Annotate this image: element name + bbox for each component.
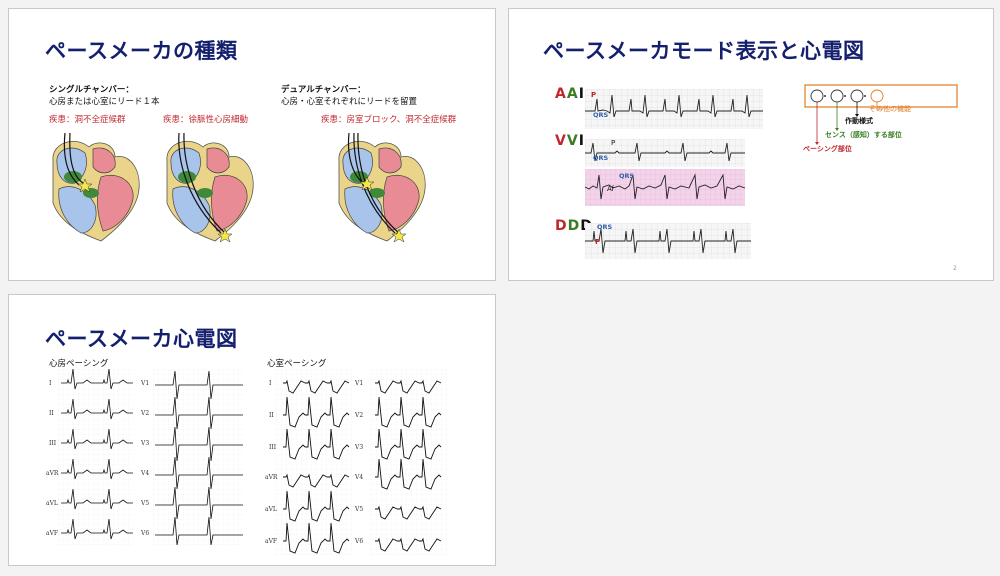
ecg-label-qrs-vvi: QRS	[593, 154, 609, 162]
lead-label: V5	[141, 500, 150, 507]
mode-letter-sense: A	[566, 86, 579, 102]
mode-letter-sense: V	[566, 133, 579, 149]
ecg-label-p-ddd: P	[595, 238, 601, 246]
lead-label: III	[269, 444, 277, 451]
lead-label: V2	[141, 410, 150, 417]
ecg-12-lead-ventricular-pacing	[275, 369, 447, 555]
slide-pacemaker-modes[interactable]: ペースメーカモード表示と心電図 AAI VVI DDD P QRS P QRS	[508, 8, 994, 281]
disease-label-3: 疾患：房室ブロック、洞不全症候群	[321, 115, 457, 125]
ecg-label-qrs-ddd: QRS	[597, 223, 613, 231]
slide-title: ペースメーカ心電図	[45, 327, 238, 351]
lead-label: V1	[355, 380, 364, 387]
lead-label: V6	[141, 530, 150, 537]
ecg-strip-aai	[585, 89, 763, 129]
mode-letter-operation: I	[578, 133, 585, 149]
ecg-label-qrs-af: QRS	[619, 172, 635, 180]
ecg-strip-vvi	[585, 139, 745, 167]
ecg-label-p-aai: P	[591, 91, 597, 99]
lead-label: V4	[355, 474, 364, 481]
slide-title: ペースメーカの種類	[45, 39, 238, 63]
disease-label-1: 疾患：洞不全症候群	[49, 115, 126, 125]
lead-label: aVR	[46, 470, 59, 477]
legend-pacing-site: ペーシング部位	[803, 145, 852, 153]
lead-label: V5	[355, 506, 364, 513]
lead-label: I	[49, 380, 52, 387]
lead-label: V3	[141, 440, 150, 447]
slide-pacemaker-types[interactable]: ペースメーカの種類 シングルチャンバー： 心房または心室にリード１本 デュアルチ…	[8, 8, 496, 281]
mode-letter-pacing: D	[555, 218, 568, 234]
dual-chamber-heading: デュアルチャンバー：	[281, 85, 366, 95]
mode-letter-pacing: A	[555, 86, 567, 102]
dual-chamber-description: 心房・心室それぞれにリードを留置	[281, 97, 418, 107]
single-chamber-description: 心房または心室にリード１本	[49, 97, 160, 107]
lead-label: aVF	[46, 530, 59, 537]
heart-illustration-atrial-lead	[52, 133, 140, 242]
lead-label: aVF	[265, 538, 278, 545]
legend-sense-site: センス（感知）する部位	[825, 131, 902, 139]
mode-label-aai: AAI	[555, 86, 585, 102]
ecg-label-p-vvi: P	[611, 139, 616, 147]
lead-label: V6	[355, 538, 364, 545]
heart-illustration-ventricular-lead	[166, 133, 254, 243]
ventricular-pacing-label: 心室ペーシング	[267, 359, 327, 369]
ecg-label-qrs-aai: QRS	[593, 111, 609, 119]
legend-operation-mode: 作動様式	[845, 117, 873, 125]
legend-other-functions: その他の機能	[869, 105, 911, 113]
lead-label: III	[49, 440, 57, 447]
disease-label-2: 疾患：徐脈性心房細動	[163, 115, 249, 125]
lead-label: V3	[355, 444, 364, 451]
mode-code-legend-diagram	[804, 84, 958, 145]
lead-label: aVR	[265, 474, 278, 481]
lead-label: I	[269, 380, 272, 387]
lead-label: aVL	[46, 500, 58, 507]
page-number: 2	[953, 265, 957, 272]
lead-label: aVL	[265, 506, 277, 513]
mode-label-vvi: VVI	[555, 133, 585, 149]
lead-label: II	[49, 410, 54, 417]
lead-label: V1	[141, 380, 150, 387]
slide-title: ペースメーカモード表示と心電図	[543, 39, 865, 63]
single-chamber-heading: シングルチャンバー：	[49, 85, 134, 95]
mode-letter-operation: I	[578, 86, 585, 102]
mode-letter-pacing: V	[555, 133, 567, 149]
mode-letter-sense: D	[567, 218, 581, 234]
atrial-pacing-label: 心房ペーシング	[49, 359, 109, 369]
lead-label: II	[269, 412, 274, 419]
ecg-strip-ddd	[585, 223, 751, 259]
ecg-label-af: Af	[607, 185, 615, 193]
ecg-12-lead-atrial-pacing	[57, 369, 243, 545]
ecg-strip-vvi-af	[585, 169, 745, 206]
slide-pacemaker-ecg[interactable]: ペースメーカ心電図 心房ペーシング 心室ペーシング I	[8, 294, 496, 566]
heart-illustration-dual-chamber	[338, 133, 426, 243]
lead-label: V2	[355, 412, 364, 419]
lead-label: V4	[141, 470, 150, 477]
